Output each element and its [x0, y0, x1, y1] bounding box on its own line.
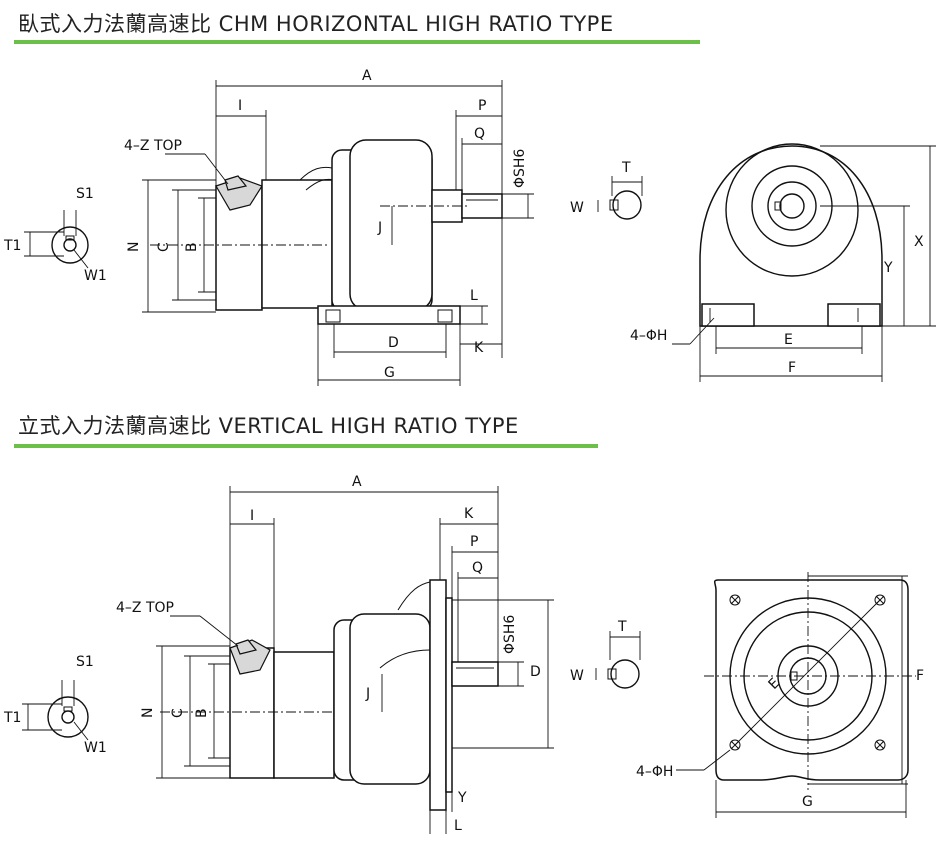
- dim-label-x: X: [914, 234, 924, 250]
- horizontal-input-shaft-detail: [24, 210, 89, 269]
- dim-label-w1: W1: [84, 740, 107, 756]
- dim-label-z-top: 4–Z TOP: [124, 138, 182, 154]
- dim-label-n: N: [140, 708, 156, 718]
- horizontal-end-view: [672, 143, 936, 382]
- dim-label-w: W: [570, 668, 584, 684]
- dim-label-t1: T1: [3, 238, 21, 254]
- vertical-flange-end-view: [676, 572, 916, 818]
- vertical-labels: A I K P Q ΦSH6 4–Z TOP N C B J D Y L S1 …: [3, 474, 924, 834]
- horizontal-dimension-lines: [142, 80, 534, 386]
- dim-label-p: P: [478, 98, 486, 114]
- dim-label-k: K: [464, 506, 474, 522]
- dim-label-f: F: [916, 668, 924, 684]
- dim-label-i: I: [250, 508, 254, 524]
- dim-label-j: J: [365, 686, 370, 702]
- vertical-output-shaft-detail: [595, 631, 641, 689]
- dim-label-t1: T1: [3, 710, 21, 726]
- dim-label-f: F: [788, 360, 796, 376]
- dim-label-w: W: [570, 200, 584, 216]
- dim-label-n: N: [126, 242, 142, 252]
- dim-label-s1: S1: [76, 654, 94, 670]
- dim-label-d: D: [388, 335, 399, 351]
- section-title-underline: [14, 444, 598, 448]
- dim-label-g: G: [384, 365, 395, 381]
- horizontal-output-shaft-detail: [597, 176, 643, 220]
- dim-label-sh6: ΦSH6: [512, 149, 528, 188]
- vertical-side-view: [160, 579, 499, 811]
- horizontal-side-view: [150, 139, 503, 325]
- dim-label-s1: S1: [76, 186, 94, 202]
- dim-label-t: T: [617, 619, 627, 635]
- section-title-underline: [14, 40, 700, 44]
- dim-label-t: T: [621, 160, 631, 176]
- dim-label-y: Y: [883, 260, 893, 276]
- section-title-horizontal: 臥式入力法蘭高速比 CHM HORIZONTAL HIGH RATIO TYPE: [18, 12, 614, 36]
- dim-label-p: P: [470, 534, 478, 550]
- dim-label-y: Y: [457, 790, 467, 806]
- vertical-dimension-lines: [156, 486, 554, 834]
- dim-label-a: A: [352, 474, 362, 490]
- dim-label-l: L: [470, 288, 478, 304]
- dim-label-c: C: [156, 242, 172, 252]
- dim-label-l: L: [454, 818, 462, 834]
- dim-label-e: E: [784, 332, 793, 348]
- horizontal-labels: A I P Q ΦSH6 4–Z TOP N C B J L K D G S1 …: [3, 68, 924, 381]
- dim-label-g: G: [802, 794, 813, 810]
- dim-label-q: Q: [474, 126, 485, 142]
- dim-label-b: B: [184, 242, 200, 252]
- dim-label-4-h: 4–ΦH: [636, 764, 673, 780]
- dim-label-z-top: 4–Z TOP: [116, 600, 174, 616]
- dim-label-sh6: ΦSH6: [502, 615, 518, 654]
- dim-label-d: D: [530, 664, 541, 680]
- dim-label-q: Q: [472, 560, 483, 576]
- dim-label-w1: W1: [84, 268, 107, 284]
- dim-label-b: B: [194, 708, 210, 718]
- section-title-vertical: 立式入力法蘭高速比 VERTICAL HIGH RATIO TYPE: [18, 414, 519, 438]
- dim-label-j: J: [377, 220, 382, 236]
- dim-label-k: K: [474, 340, 484, 356]
- dim-label-4-h: 4–ΦH: [630, 328, 667, 344]
- dim-label-i: I: [238, 98, 242, 114]
- vertical-input-shaft-detail: [22, 680, 89, 741]
- dim-label-a: A: [362, 68, 372, 84]
- dim-label-c: C: [170, 708, 186, 718]
